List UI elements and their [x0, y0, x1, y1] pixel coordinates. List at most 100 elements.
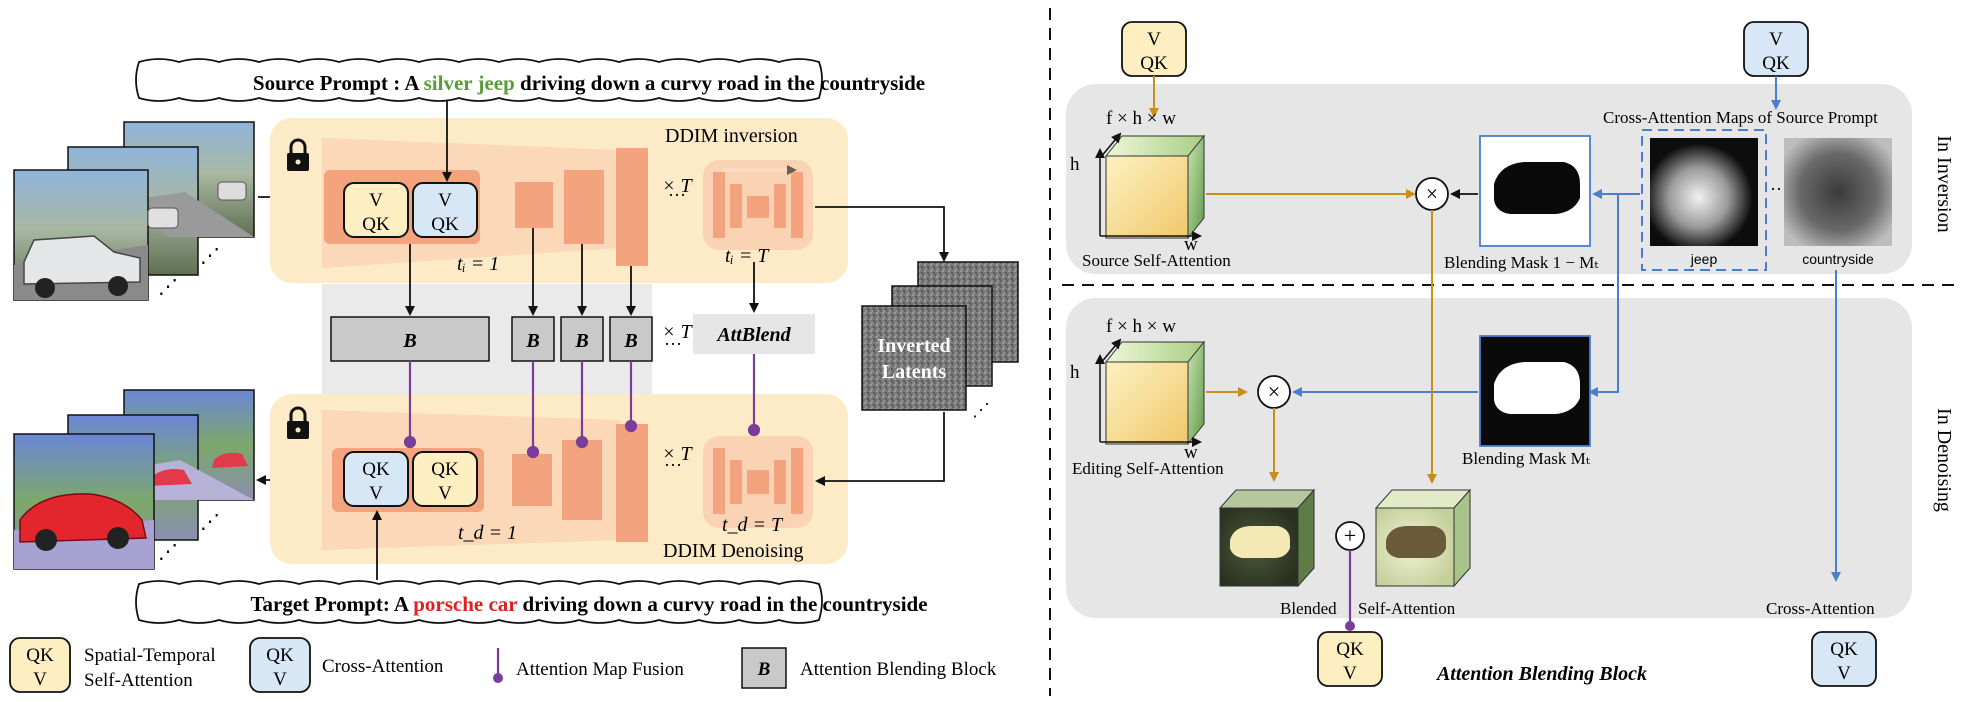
- lock-icon: [287, 138, 309, 171]
- attblend-block: [693, 314, 815, 354]
- countryside-label: countryside: [1802, 251, 1874, 267]
- source-video-frames: ⋰ ⋰: [13, 121, 255, 301]
- b-label: B: [623, 330, 637, 352]
- v-label: V: [369, 483, 383, 504]
- qk-label: QK: [362, 459, 390, 480]
- dots: …: [664, 450, 682, 470]
- b-label: B: [574, 330, 588, 352]
- attention-blending-block-title: Attention Blending Block: [1435, 663, 1647, 685]
- dots: …: [668, 180, 686, 200]
- v-label: V: [1769, 29, 1783, 50]
- b-label: B: [757, 659, 771, 680]
- v-label: V: [1147, 29, 1161, 50]
- v-label: V: [369, 190, 383, 211]
- in-denoising-label: In Denoising: [1933, 408, 1955, 512]
- v-label: V: [438, 483, 452, 504]
- qk-label: QK: [26, 645, 54, 666]
- v-label: V: [1837, 663, 1851, 684]
- source-self-attention-cube: [1095, 132, 1206, 241]
- times-symbol: ×: [1426, 181, 1438, 206]
- h-label: h: [1070, 362, 1080, 383]
- fhw-label: f × h × w: [1106, 316, 1176, 337]
- in-inversion-label: In Inversion: [1933, 135, 1955, 232]
- qk-label: QK: [1336, 639, 1364, 660]
- qk-label: QK: [1762, 53, 1790, 74]
- blended-label: Blended: [1280, 599, 1337, 618]
- target-video-frames: ⋰ ⋰: [13, 389, 255, 570]
- qk-label: QK: [431, 459, 459, 480]
- dots: …: [664, 329, 682, 349]
- editing-self-attention-cube: [1095, 338, 1206, 447]
- cross-attention-box-inversion: [412, 182, 478, 238]
- plus-symbol: +: [1344, 523, 1356, 548]
- legend-self-attention: Self-Attention: [84, 670, 193, 691]
- times-t-label: × T: [662, 443, 693, 465]
- cross-attention-maps-label: Cross-Attention Maps of Source Prompt: [1603, 108, 1878, 127]
- source-prompt-box: [135, 58, 823, 102]
- h-label: h: [1070, 154, 1080, 175]
- svg-text:⋰: ⋰: [158, 276, 178, 298]
- countryside-attention-map: [1784, 138, 1892, 246]
- w-label: w: [1184, 442, 1198, 463]
- qk-label: QK: [266, 645, 294, 666]
- ddim-denoising-label: DDIM Denoising: [663, 540, 804, 562]
- attention-map-fusion-lines: [403, 354, 761, 459]
- legend-attention-map-fusion: Attention Map Fusion: [516, 659, 684, 680]
- times-symbol: ×: [1268, 379, 1280, 404]
- inverted-latents-label-2: Latents: [882, 361, 947, 383]
- fhw-label: f × h × w: [1106, 108, 1176, 129]
- masked-source-attention-cube: [1374, 488, 1472, 588]
- legend-cross-attention: Cross-Attention: [322, 656, 444, 677]
- legend-attention-blending-block: Attention Blending Block: [800, 659, 997, 680]
- svg-text:…: …: [1770, 174, 1788, 194]
- inverted-latents-label-1: Inverted: [877, 335, 950, 357]
- blend-block-2: [560, 316, 604, 362]
- td-1-label: t_d = 1: [458, 522, 517, 544]
- lock-icon: [287, 406, 309, 439]
- self-attention-label: Self-Attention: [1358, 599, 1456, 618]
- jeep-map-frame: [1641, 129, 1767, 271]
- blended-self-attention-output: [1317, 631, 1383, 687]
- b-label: B: [525, 330, 539, 352]
- blending-mask-inv-label: Blending Mask 1 − Mₜ: [1444, 253, 1599, 272]
- source-prompt-text: Source Prompt : A silver jeep driving do…: [253, 71, 925, 95]
- cross-attention-label: Cross-Attention: [1766, 599, 1875, 618]
- v-label: V: [1343, 663, 1357, 684]
- blend-block-1: [511, 316, 555, 362]
- v-label: V: [438, 190, 452, 211]
- cross-attention-box-denoising: [343, 451, 409, 507]
- w-label: w: [1184, 234, 1198, 255]
- times-t-label: × T: [662, 175, 693, 197]
- legend-spatial-temporal: Spatial-Temporal: [84, 645, 216, 666]
- target-prompt-text: Target Prompt: A porsche car driving dow…: [250, 592, 927, 616]
- svg-text:⋰: ⋰: [158, 541, 178, 563]
- jeep-label: jeep: [1690, 251, 1718, 267]
- td-t-label: t_d = T: [722, 514, 784, 536]
- ti-t-label: tᵢ = T: [725, 245, 770, 267]
- svg-text:⋰: ⋰: [200, 511, 220, 533]
- times-t-label: × T: [662, 321, 693, 343]
- masked-self-attention-cube: [1218, 488, 1316, 588]
- svg-text:⋰: ⋰: [200, 245, 220, 267]
- editing-self-attention-label: Editing Self-Attention: [1072, 459, 1224, 478]
- legend: QK V Spatial-Temporal Self-Attention QK …: [9, 637, 997, 693]
- b-label: B: [402, 330, 416, 352]
- qk-label: QK: [362, 214, 390, 235]
- target-prompt-box: [135, 580, 823, 624]
- jeep-attention-map: [1650, 138, 1758, 246]
- v-label: V: [33, 669, 47, 690]
- inverted-latents: Inverted Latents ⋰: [861, 261, 1019, 420]
- qk-label: QK: [1830, 639, 1858, 660]
- qk-label: QK: [1140, 53, 1168, 74]
- source-self-attention-label: Source Self-Attention: [1082, 251, 1231, 270]
- ti-1-label: tᵢ = 1: [457, 253, 499, 275]
- svg-text:⋰: ⋰: [972, 400, 990, 420]
- self-attention-box-denoising: [412, 451, 478, 507]
- ddim-inversion-label: DDIM inversion: [665, 125, 798, 147]
- self-attention-box-inversion: [343, 182, 409, 238]
- blending-mask-label: Blending Mask Mₜ: [1462, 449, 1591, 468]
- qk-label: QK: [431, 214, 459, 235]
- cross-attention-output: [1811, 631, 1877, 687]
- v-label: V: [273, 669, 287, 690]
